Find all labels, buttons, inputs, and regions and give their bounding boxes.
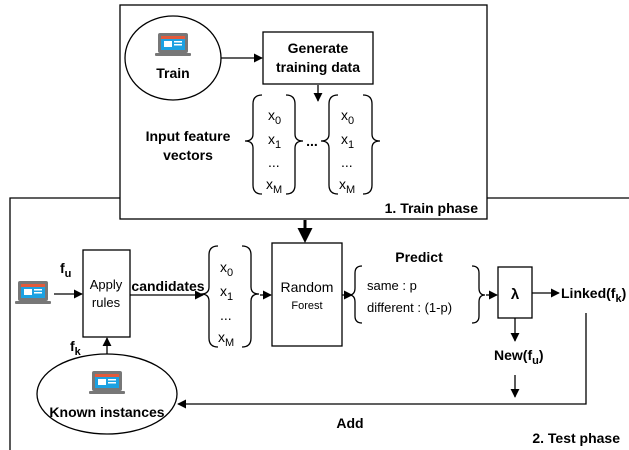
train-node <box>124 15 222 101</box>
candidates-label: candidates <box>131 278 204 294</box>
generate-line-1: Generate <box>288 40 349 56</box>
apply-rules-line-1: Apply <box>90 277 123 292</box>
svg-text:x0: x0 <box>220 259 233 279</box>
predict-same: same : p <box>367 278 417 293</box>
new-label: New(fu) <box>494 347 544 367</box>
apply-rules-box <box>82 249 131 338</box>
laptop-icon <box>155 33 191 56</box>
apply-rules-line-2: rules <box>92 295 121 310</box>
svg-text:...: ... <box>220 307 232 323</box>
predict-title: Predict <box>395 249 443 265</box>
lambda-label: λ <box>511 286 520 303</box>
random-forest-box <box>271 242 343 347</box>
svg-text:x0: x0 <box>341 107 354 127</box>
test-phase-frame-left <box>9 197 120 450</box>
svg-text:x1: x1 <box>268 131 281 151</box>
generate-line-2: training data <box>276 59 360 75</box>
add-feedback-arrow <box>177 313 587 409</box>
generate-training-data-box <box>262 31 374 85</box>
input-feature-label-1: Input feature <box>146 128 231 144</box>
svg-text:xM: xM <box>339 176 355 196</box>
svg-text:xM: xM <box>218 329 234 349</box>
svg-text:xM: xM <box>266 176 282 196</box>
known-instances-laptop-icon <box>89 371 125 394</box>
predict-different: different : (1-p) <box>367 300 452 315</box>
known-instances-label: Known instances <box>49 404 164 420</box>
random-forest-line-1: Random <box>281 279 334 295</box>
test-phase-label: 2. Test phase <box>532 430 620 446</box>
input-feature-label-2: vectors <box>163 147 213 163</box>
svg-text:x0: x0 <box>268 107 281 127</box>
train-label: Train <box>156 65 189 81</box>
random-forest-line-2: Forest <box>291 300 322 312</box>
svg-text:x1: x1 <box>341 131 354 151</box>
input-laptop-icon <box>15 281 51 304</box>
train-phase-label: 1. Train phase <box>385 200 479 216</box>
feature-vector-a: x0 x1 ... xM <box>244 94 304 196</box>
svg-text:x1: x1 <box>220 283 233 303</box>
linked-label: Linked(fk) <box>561 285 626 305</box>
fu-label: fu <box>60 260 71 280</box>
predict-bracket <box>348 265 486 324</box>
svg-text:...: ... <box>341 154 353 170</box>
svg-text:...: ... <box>268 154 280 170</box>
add-label: Add <box>336 415 363 431</box>
vector-ellipsis: ... <box>306 133 318 149</box>
feature-vector-b: x0 x1 ... xM <box>320 94 381 196</box>
fk-label: fk <box>70 338 82 358</box>
test-feature-vector: x0 x1 ... xM <box>200 245 260 349</box>
